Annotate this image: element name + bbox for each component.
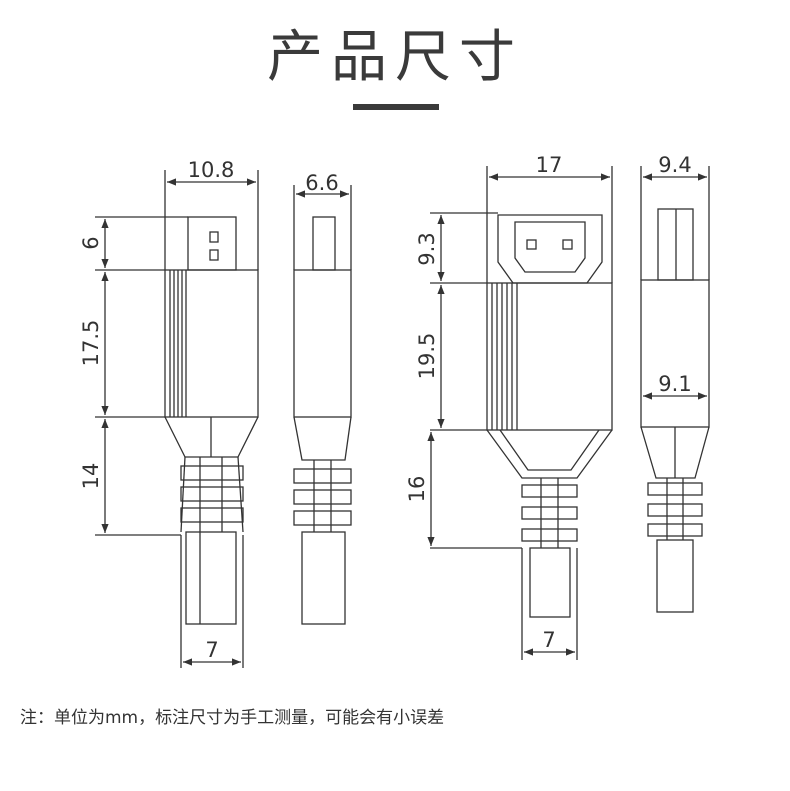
page-title: 产品尺寸: [267, 25, 523, 90]
hdmi-body-height-label: 19.5: [415, 333, 439, 380]
hdmi-side-inner-width-label: 9.1: [658, 372, 691, 396]
hdmi-front-view: [486, 214, 613, 618]
micro-usb-strain-height-label: 14: [79, 463, 103, 490]
hdmi-dimensions: [427, 166, 710, 660]
micro-usb-dimensions: [95, 170, 352, 668]
hdmi-side-width-label: 9.4: [658, 153, 691, 177]
hdmi-side-view: [640, 208, 710, 613]
hdmi-plug-height-label: 9.3: [415, 232, 439, 265]
hdmi-cable-width-label: 7: [542, 628, 555, 652]
micro-usb-cable-width-label: 7: [205, 638, 218, 662]
measurement-note: 注：单位为mm，标注尺寸为手工测量，可能会有小误差: [20, 708, 445, 728]
micro-usb-plug-height-label: 6: [79, 236, 103, 249]
micro-usb-side-view: [293, 216, 352, 625]
hdmi-front-width-label: 17: [536, 153, 563, 177]
micro-usb-body-height-label: 17.5: [79, 320, 103, 367]
hdmi-strain-height-label: 16: [405, 476, 429, 503]
micro-usb-front-width-label: 10.8: [188, 158, 235, 182]
micro-usb-side-width-label: 6.6: [305, 171, 338, 195]
micro-usb-front-view: [164, 216, 259, 625]
title-underline: [353, 104, 439, 110]
